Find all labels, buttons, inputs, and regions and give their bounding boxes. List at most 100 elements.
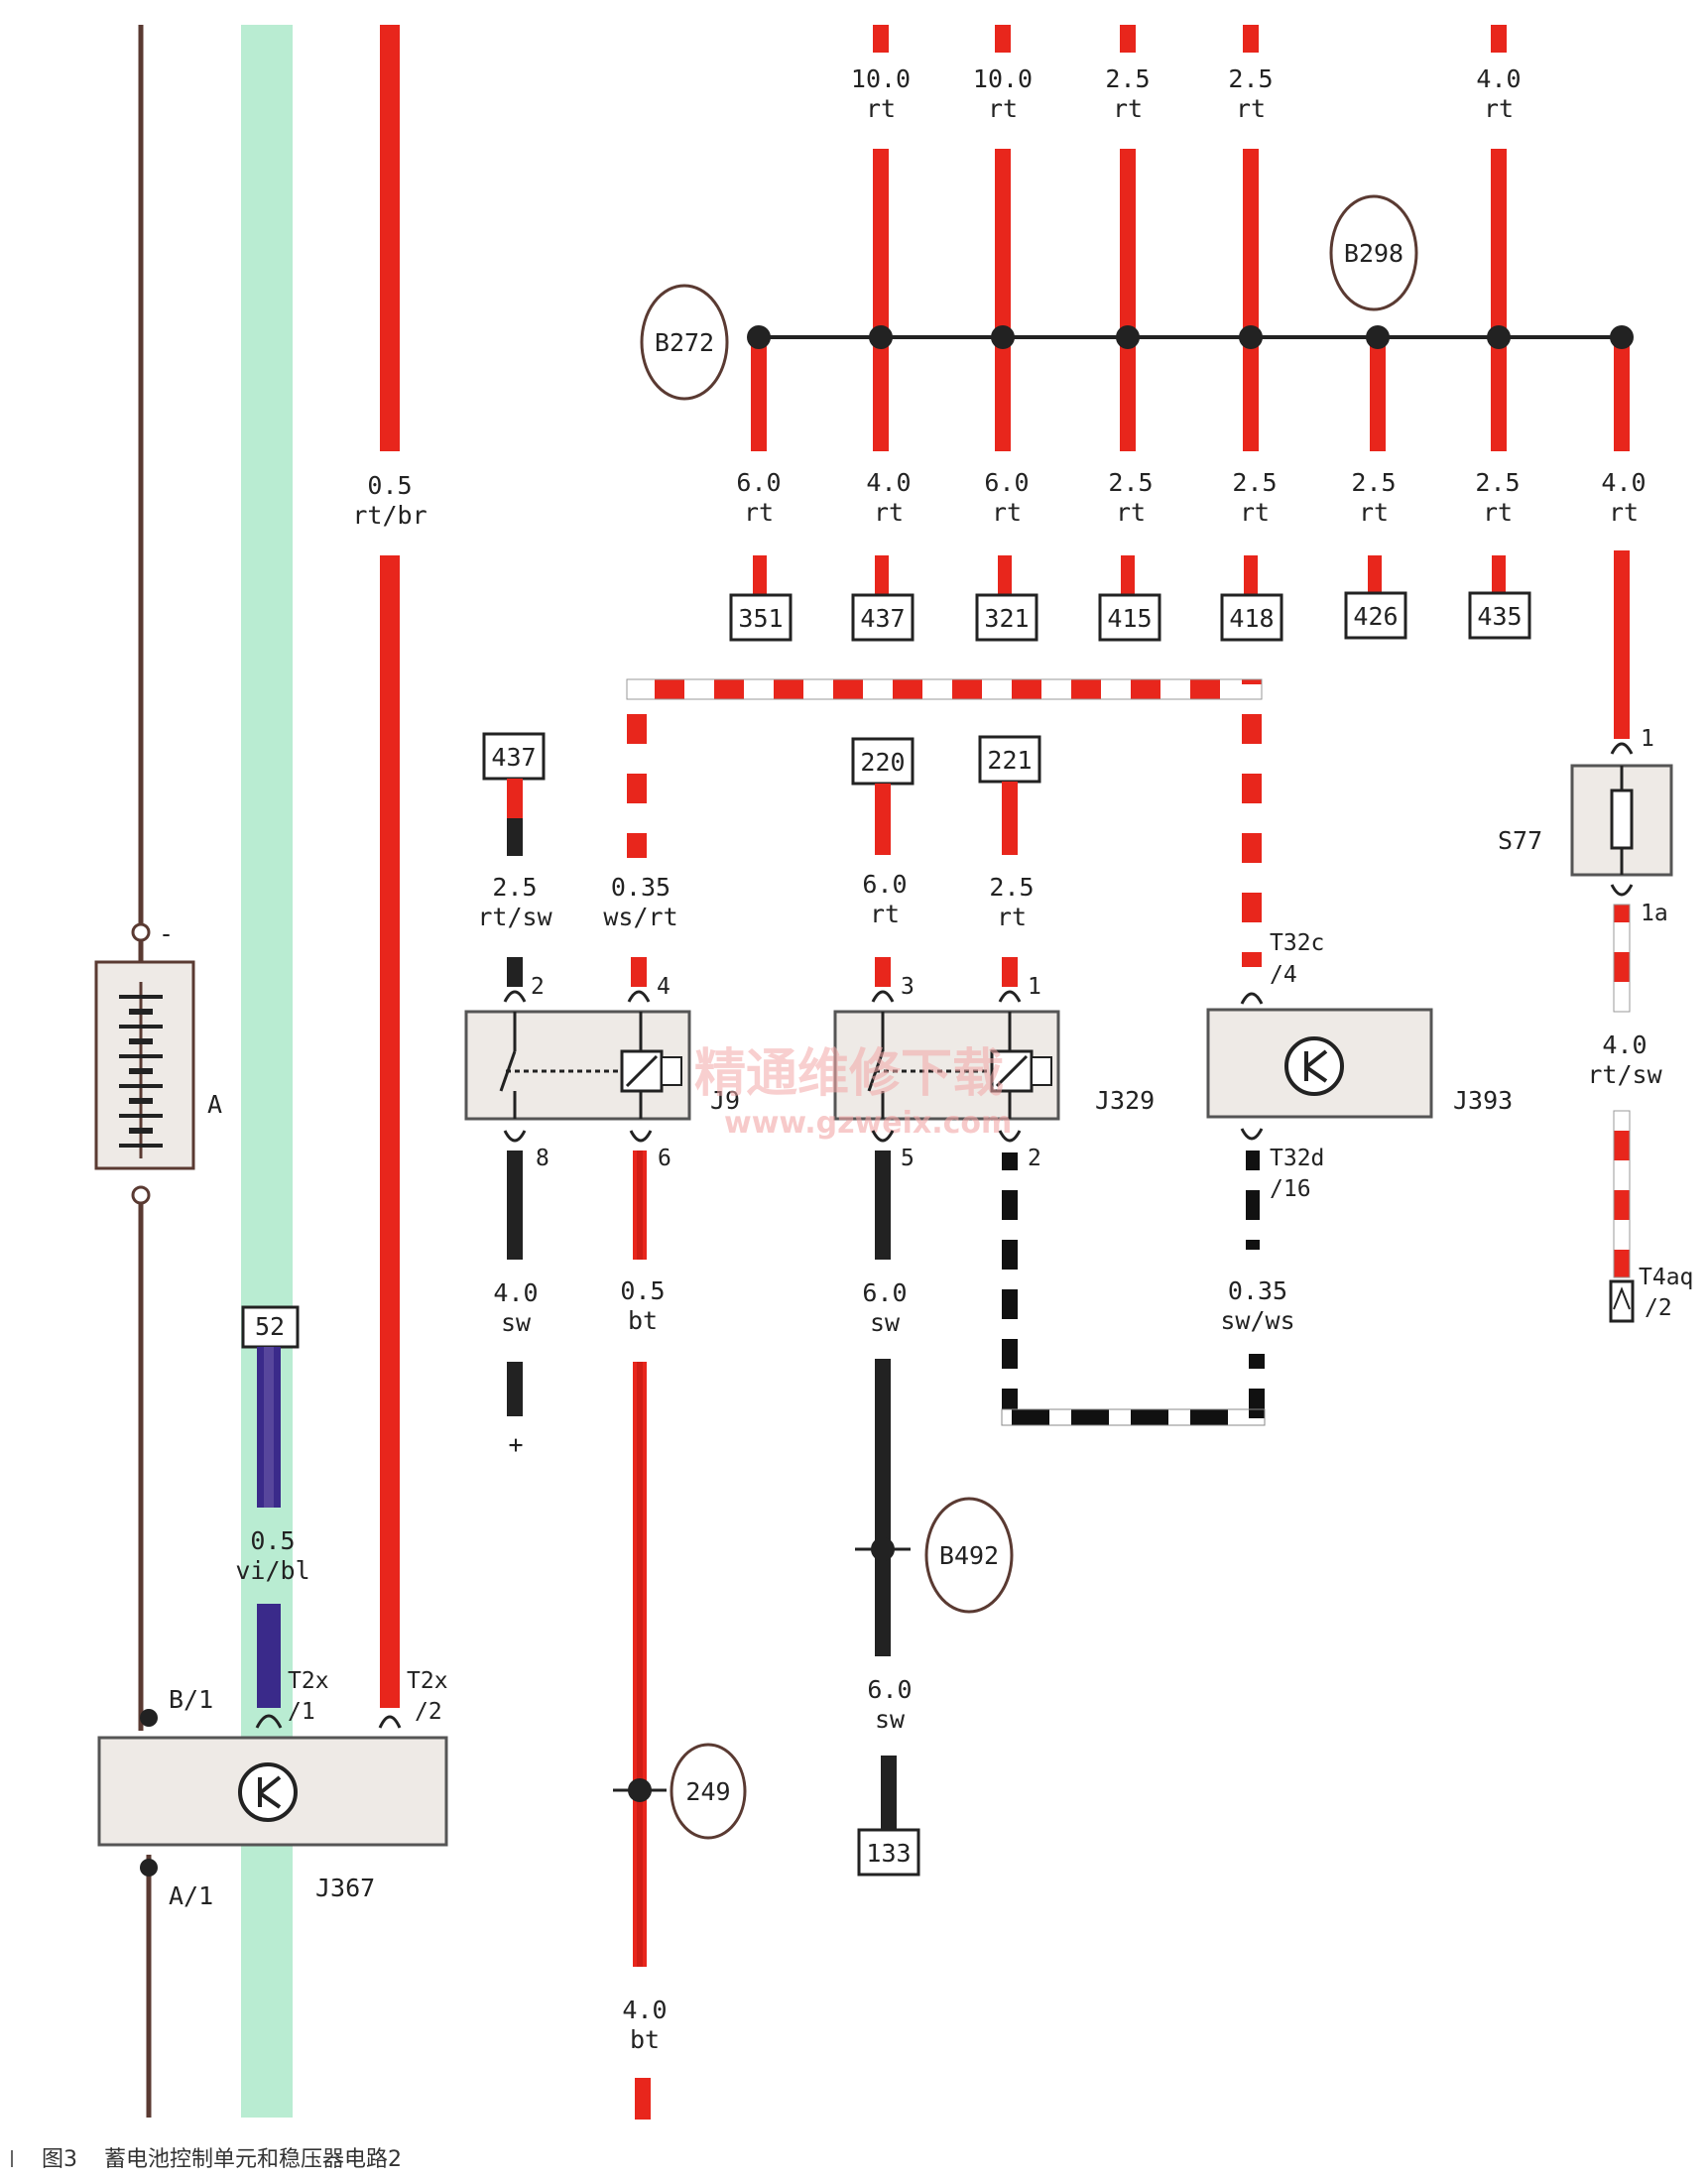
wire-j393out-size: 0.35 xyxy=(1228,1276,1287,1305)
ref-box-133[interactable]: 133 xyxy=(857,1828,920,1877)
wire-t1-color: rt xyxy=(866,94,896,123)
t2x2-label: T2x xyxy=(407,1668,448,1694)
wire-rtbr-upper xyxy=(380,25,400,451)
t4aq-label: T4aq xyxy=(1639,1265,1693,1290)
j367-control-unit[interactable] xyxy=(97,1736,448,1847)
s77-fuse[interactable] xyxy=(1570,764,1673,877)
wire-b5-size: 2.5 xyxy=(1232,468,1277,497)
splice-249[interactable] xyxy=(670,1743,747,1840)
j329-relay[interactable] xyxy=(833,1010,1060,1121)
wire-vibl-lower xyxy=(257,1604,281,1708)
ref-box-221[interactable]: 221 xyxy=(978,735,1041,784)
splice-b272[interactable] xyxy=(640,284,729,401)
battery-a[interactable] xyxy=(94,960,195,1170)
wire-b4-size: 2.5 xyxy=(1108,468,1153,497)
wire-t5-size: 4.0 xyxy=(1476,64,1521,93)
t4aq-connector[interactable] xyxy=(1609,1279,1635,1323)
wire-t3-color: rt xyxy=(1113,94,1143,123)
watermark-cn: 精通维修下载 xyxy=(694,1044,1004,1104)
wire-j329out5-color: sw xyxy=(870,1308,901,1337)
j393-control-unit[interactable] xyxy=(1206,1008,1433,1119)
wire-j9in4-color: ws/rt xyxy=(603,903,677,931)
ref-box-418[interactable]: 418 xyxy=(1220,593,1283,642)
svg-text:437: 437 xyxy=(860,604,905,633)
wire-b8-color: rt xyxy=(1609,498,1639,527)
top-pin-arcs xyxy=(503,990,1264,1005)
b1-label: B/1 xyxy=(169,1685,213,1714)
t2x1-pin: /1 xyxy=(288,1699,315,1725)
ref-box-220[interactable]: 220 xyxy=(851,737,915,786)
wire-b3-size: 6.0 xyxy=(984,468,1029,497)
wire-after-b492-size: 6.0 xyxy=(867,1675,912,1704)
wire-j9out6-size: 0.5 xyxy=(620,1276,665,1305)
battery-bottom-terminal xyxy=(131,1185,151,1205)
svg-text:220: 220 xyxy=(860,748,905,777)
wire-swws-left xyxy=(1002,1152,1018,1425)
wire-b6-color: rt xyxy=(1359,498,1389,527)
j9-pin8: 8 xyxy=(536,1146,549,1171)
splice-b272-label: B272 xyxy=(655,328,714,357)
b1-junction xyxy=(140,1709,158,1727)
a1-label: A/1 xyxy=(169,1881,213,1910)
j9-pin2: 2 xyxy=(531,974,545,1000)
splice-b492-label: B492 xyxy=(939,1541,999,1570)
wire-b8-size: 4.0 xyxy=(1601,468,1646,497)
svg-text:415: 415 xyxy=(1107,604,1152,633)
wire-vibl-color: vi/bl xyxy=(235,1556,309,1585)
wire-t5-color: rt xyxy=(1484,94,1514,123)
ref-box-426[interactable]: 426 xyxy=(1344,591,1407,640)
ref-box-351[interactable]: 351 xyxy=(729,593,793,642)
j329-label: J329 xyxy=(1095,1086,1155,1115)
svg-text:418: 418 xyxy=(1229,604,1274,633)
wire-wsrt-right xyxy=(1242,679,1262,967)
splice-b298[interactable] xyxy=(1329,194,1418,311)
ref-box-321[interactable]: 321 xyxy=(975,593,1038,642)
battery-minus: - xyxy=(159,919,174,948)
wire-j9out6-color: bt xyxy=(628,1306,658,1335)
t32c-pin: /4 xyxy=(1270,962,1297,988)
wire-s77out-color: rt/sw xyxy=(1587,1060,1662,1089)
wire-t2-size: 10.0 xyxy=(973,64,1033,93)
splice-b298-label: B298 xyxy=(1344,239,1403,268)
j9-pin6: 6 xyxy=(658,1146,671,1171)
j329-pin5: 5 xyxy=(901,1146,915,1171)
wire-swws-bottom xyxy=(1002,1409,1265,1425)
wire-j329in1-color: rt xyxy=(997,903,1027,931)
wire-j393out-color: sw/ws xyxy=(1220,1306,1294,1335)
j367-label: J367 xyxy=(315,1874,375,1902)
j9-pin4: 4 xyxy=(657,974,671,1000)
ref-box-435[interactable]: 435 xyxy=(1468,591,1531,640)
wire-rtbr-size: 0.5 xyxy=(367,471,412,500)
wire-t4-color: rt xyxy=(1236,94,1266,123)
svg-text:133: 133 xyxy=(866,1839,911,1868)
wire-b2-size: 4.0 xyxy=(866,468,911,497)
svg-text:351: 351 xyxy=(738,604,783,633)
ref-box-415[interactable]: 415 xyxy=(1098,593,1161,642)
wire-b5-color: rt xyxy=(1240,498,1270,527)
svg-text:437: 437 xyxy=(491,743,536,772)
wire-bottom-bt-color: bt xyxy=(630,2025,660,2054)
wire-t2-color: rt xyxy=(988,94,1018,123)
splice-b492[interactable] xyxy=(924,1497,1014,1614)
wire-j329out5-size: 6.0 xyxy=(862,1278,907,1307)
wire-wsrt-top xyxy=(627,679,1262,699)
a1-junction xyxy=(140,1859,158,1877)
wire-rtbr-lower xyxy=(380,555,400,1708)
wire-bottom-bt-size: 4.0 xyxy=(622,1996,667,2024)
ref-box-437[interactable]: 437 xyxy=(851,593,915,642)
t32d-pin: /16 xyxy=(1270,1176,1311,1202)
plus-sign: + xyxy=(508,1430,523,1459)
caption-title: 蓄电池控制单元和稳压器电路2 xyxy=(104,2147,402,2172)
ref-box-52[interactable] xyxy=(241,1305,300,1349)
s77-label: S77 xyxy=(1498,826,1542,855)
t32d-label: T32d xyxy=(1270,1146,1324,1171)
battery-top-terminal xyxy=(131,922,151,942)
wire-vibl-size: 0.5 xyxy=(250,1526,295,1555)
bottom-pin-arcs xyxy=(503,1128,1264,1143)
t32c-label: T32c xyxy=(1270,930,1324,956)
ref-box-437-j9[interactable]: 437 xyxy=(482,732,546,781)
wire-b3-color: rt xyxy=(992,498,1022,527)
j9-relay[interactable] xyxy=(464,1010,691,1121)
wire-b6-size: 2.5 xyxy=(1351,468,1396,497)
